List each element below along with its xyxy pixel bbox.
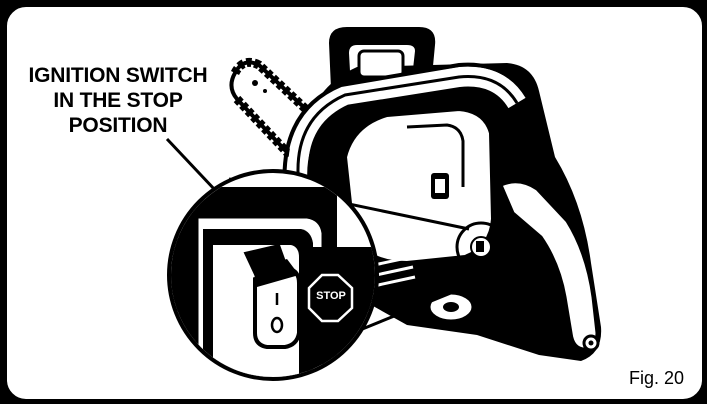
figure-frame: IGNITION SWITCH IN THE STOP POSITION I O… [4, 4, 705, 402]
figure-label: Fig. 20 [629, 368, 684, 389]
switch-off-mark: O [271, 315, 281, 316]
callout-line-1: IGNITION SWITCH [23, 63, 213, 88]
switch-on-mark: I [271, 290, 281, 291]
callout-label: IGNITION SWITCH IN THE STOP POSITION [23, 63, 213, 138]
fuel-icon [471, 237, 491, 257]
stop-badge-label: STOP [309, 290, 353, 302]
callout-line-2: IN THE STOP [23, 88, 213, 113]
starter-area [429, 293, 473, 321]
callout-line-3: POSITION [23, 113, 213, 138]
